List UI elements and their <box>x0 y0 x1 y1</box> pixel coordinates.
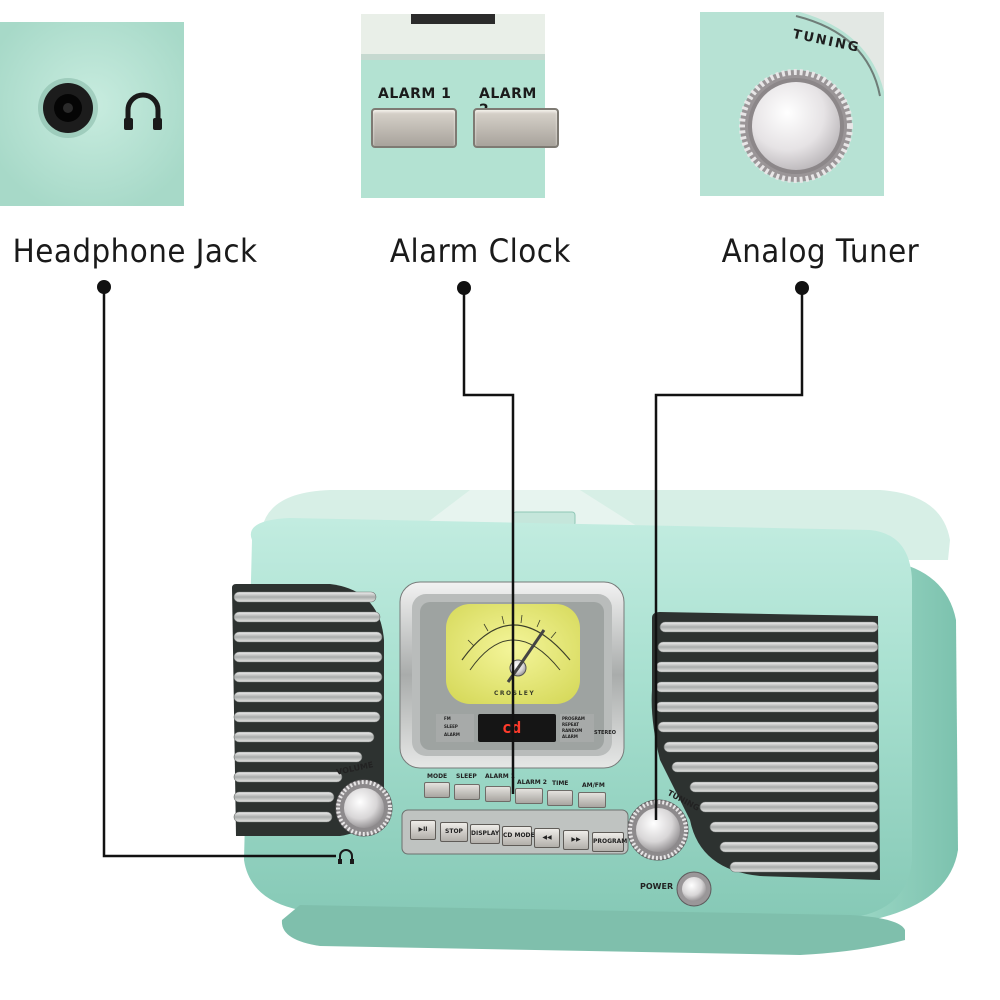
stereo-label: STEREO <box>594 730 616 736</box>
headphone-jack-label: Headphone Jack <box>12 232 258 270</box>
indicator-random: RANDOM <box>562 728 583 733</box>
knob-cap <box>752 82 840 170</box>
sleep-button[interactable] <box>454 784 480 800</box>
display-button[interactable]: DISPLAY <box>470 824 500 844</box>
alarm-1-button[interactable] <box>371 108 457 148</box>
mode-button-label: MODE <box>427 773 448 780</box>
forward-button[interactable]: ▶▶ <box>563 830 589 850</box>
led-display <box>478 714 556 742</box>
indicator-alarm: ALARM <box>444 732 460 737</box>
alarm-2-button[interactable] <box>473 108 559 148</box>
alarm2-button-label: ALARM 2 <box>517 779 547 786</box>
amfm-button[interactable] <box>578 792 606 808</box>
indicator-sleep: SLEEP <box>444 724 458 729</box>
right-speaker-grille <box>651 612 880 880</box>
volume-knob[interactable] <box>335 779 393 837</box>
alarm-1-label: ALARM 1 <box>378 86 452 102</box>
cd-mode-button[interactable]: CD MODE <box>502 826 535 846</box>
left-speaker-grille <box>232 584 384 836</box>
indicator-alarm-right: ALARM <box>562 734 578 739</box>
indicator-repeat: REPEAT <box>562 722 579 727</box>
led-display-text: cd <box>502 718 522 737</box>
headphone-icon <box>124 92 162 130</box>
indicator-fm: FM <box>444 716 451 721</box>
alarm1-button[interactable] <box>485 786 511 802</box>
tuning-knob-closeup <box>700 12 884 196</box>
alarm-callout-dot <box>457 281 471 295</box>
zoom-analog-tuner: TUNING <box>700 12 884 196</box>
zoom-alarm-clock: ALARM 1 ALARM 2 <box>361 14 559 198</box>
power-button[interactable] <box>676 871 712 907</box>
alarm1-button-label: ALARM 1 <box>485 773 515 780</box>
tuner-callout-dot <box>795 281 809 295</box>
alarm2-button[interactable] <box>515 788 543 804</box>
sleep-button-label: SLEEP <box>456 773 477 780</box>
headphone-jack-closeup <box>0 22 184 206</box>
rewind-button[interactable]: ◀◀ <box>534 828 560 848</box>
tuning-knob[interactable] <box>627 799 689 861</box>
zoom-headphone-jack <box>0 22 184 206</box>
stop-button[interactable]: STOP <box>440 822 468 842</box>
time-button-label: TIME <box>552 780 569 787</box>
power-label: POWER <box>640 882 674 891</box>
indicator-program: PROGRAM <box>562 716 585 721</box>
amfm-button-label: AM/FM <box>582 782 605 789</box>
play-pause-button[interactable]: ▶II <box>410 820 436 840</box>
headphone-callout-dot <box>97 280 111 294</box>
program-button[interactable]: PROGRAM <box>592 832 627 852</box>
alarm-clock-label: Alarm Clock <box>389 232 571 270</box>
mode-button[interactable] <box>424 782 450 798</box>
radio-base <box>281 905 905 955</box>
analog-tuner-label: Analog Tuner <box>721 232 920 270</box>
radio-headphone-icon <box>338 849 354 864</box>
time-button[interactable] <box>547 790 573 806</box>
